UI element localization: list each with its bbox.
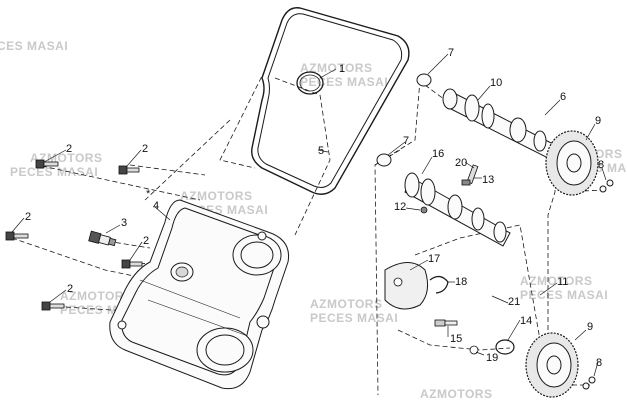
watermark-line1: AZMOTORS — [420, 387, 492, 400]
callout-15: 15 — [450, 333, 462, 345]
decompressor-plate — [384, 262, 429, 310]
cam-sprocket-upper — [545, 130, 599, 196]
bolt — [5, 231, 29, 241]
assembly-line — [374, 79, 421, 396]
callout-2: 2 — [66, 143, 72, 155]
callout-9: 9 — [595, 115, 601, 127]
cam-plug — [416, 73, 432, 87]
o-ring-inner — [299, 74, 321, 92]
watermark-line1: AZMOTORS — [30, 151, 102, 165]
watermark-group: AZMOTORS PECES MASAI AZMOTORS PECES MASA… — [0, 39, 627, 400]
small-washer — [469, 345, 479, 355]
callout-18: 18 — [455, 276, 467, 288]
callout-7: 7 — [448, 47, 454, 59]
assembly-line — [129, 164, 206, 176]
callout-21: 21 — [508, 296, 520, 308]
watermark-line2: PECES MASAI — [520, 288, 608, 302]
callout-10: 10 — [490, 77, 502, 89]
dowel-pin — [582, 382, 590, 390]
cam-bolt-head — [461, 179, 471, 186]
callout-7: 7 — [403, 135, 409, 147]
assembly-line — [144, 119, 231, 201]
watermark-line1: AZMOTORS — [520, 274, 592, 288]
dowel-pin — [606, 179, 614, 187]
callout-14: 14 — [520, 315, 532, 327]
callout-13: 13 — [482, 174, 494, 186]
callout-4: 4 — [153, 200, 159, 212]
callout-16: 16 — [432, 148, 444, 160]
bolt — [121, 259, 143, 269]
assembly-line — [11, 237, 251, 301]
callout-3: 3 — [121, 217, 127, 229]
callout-11: 11 — [557, 276, 568, 288]
pin — [434, 319, 458, 327]
callout-8: 8 — [596, 357, 602, 369]
assembly-line — [414, 224, 541, 341]
bolt — [118, 165, 140, 175]
watermark-line2: PECES MASAI — [310, 311, 398, 325]
watermark-line1: AZMOTORS — [300, 61, 372, 75]
cover-dome-lower-inner — [205, 334, 245, 366]
valve-cover-gasket — [251, 7, 410, 195]
spark-plug — [88, 230, 117, 247]
callout-2: 2 — [143, 235, 149, 247]
spring-clip — [429, 275, 449, 294]
callout-20: 20 — [455, 157, 467, 169]
callout-17: 17 — [428, 253, 440, 265]
assembly-line — [219, 69, 266, 169]
cover-dome-upper-inner — [240, 241, 274, 269]
cam-sprocket-lower — [525, 332, 579, 398]
callout-8: 8 — [598, 159, 604, 171]
assembly-line — [424, 84, 446, 101]
valve-cover — [109, 199, 290, 390]
callout-2: 2 — [67, 283, 73, 295]
dowel-pin — [599, 185, 607, 193]
washer — [495, 339, 515, 355]
leader-lines — [11, 53, 607, 377]
callout-2: 2 — [25, 211, 31, 223]
bolt — [35, 159, 59, 169]
watermark-line2: PECES MASAI — [300, 75, 388, 89]
callout-12: 12 — [394, 201, 406, 213]
callout-4-star: * — [146, 188, 151, 200]
watermark-line1: AZMOTORS — [310, 297, 382, 311]
callout-1: 1 — [339, 63, 345, 75]
watermark-line2: PECES MASAI — [0, 39, 68, 53]
watermark-line1: AZMOTORS — [180, 189, 252, 203]
intake-camshaft — [404, 172, 511, 247]
assembly-line — [397, 329, 511, 351]
callout-5: 5 — [318, 145, 324, 157]
callouts: 1 5 2 2 2 2 2 3 * 4 7 7 10 6 9 16 20 13 … — [25, 47, 604, 369]
exhaust-camshaft — [442, 88, 556, 159]
o-ring — [296, 71, 324, 95]
callout-2: 2 — [142, 143, 148, 155]
callout-19: 19 — [486, 352, 498, 364]
watermark-line1: AZMOTORS — [60, 289, 132, 303]
cam-pin — [420, 206, 428, 214]
assembly-line — [41, 165, 201, 201]
callout-6: 6 — [560, 91, 566, 103]
watermark-line2: PECES MASAI — [10, 165, 98, 179]
bolt — [41, 301, 65, 311]
cam-plug — [376, 153, 392, 167]
callout-9: 9 — [587, 321, 593, 333]
dowel-pin — [588, 376, 596, 384]
